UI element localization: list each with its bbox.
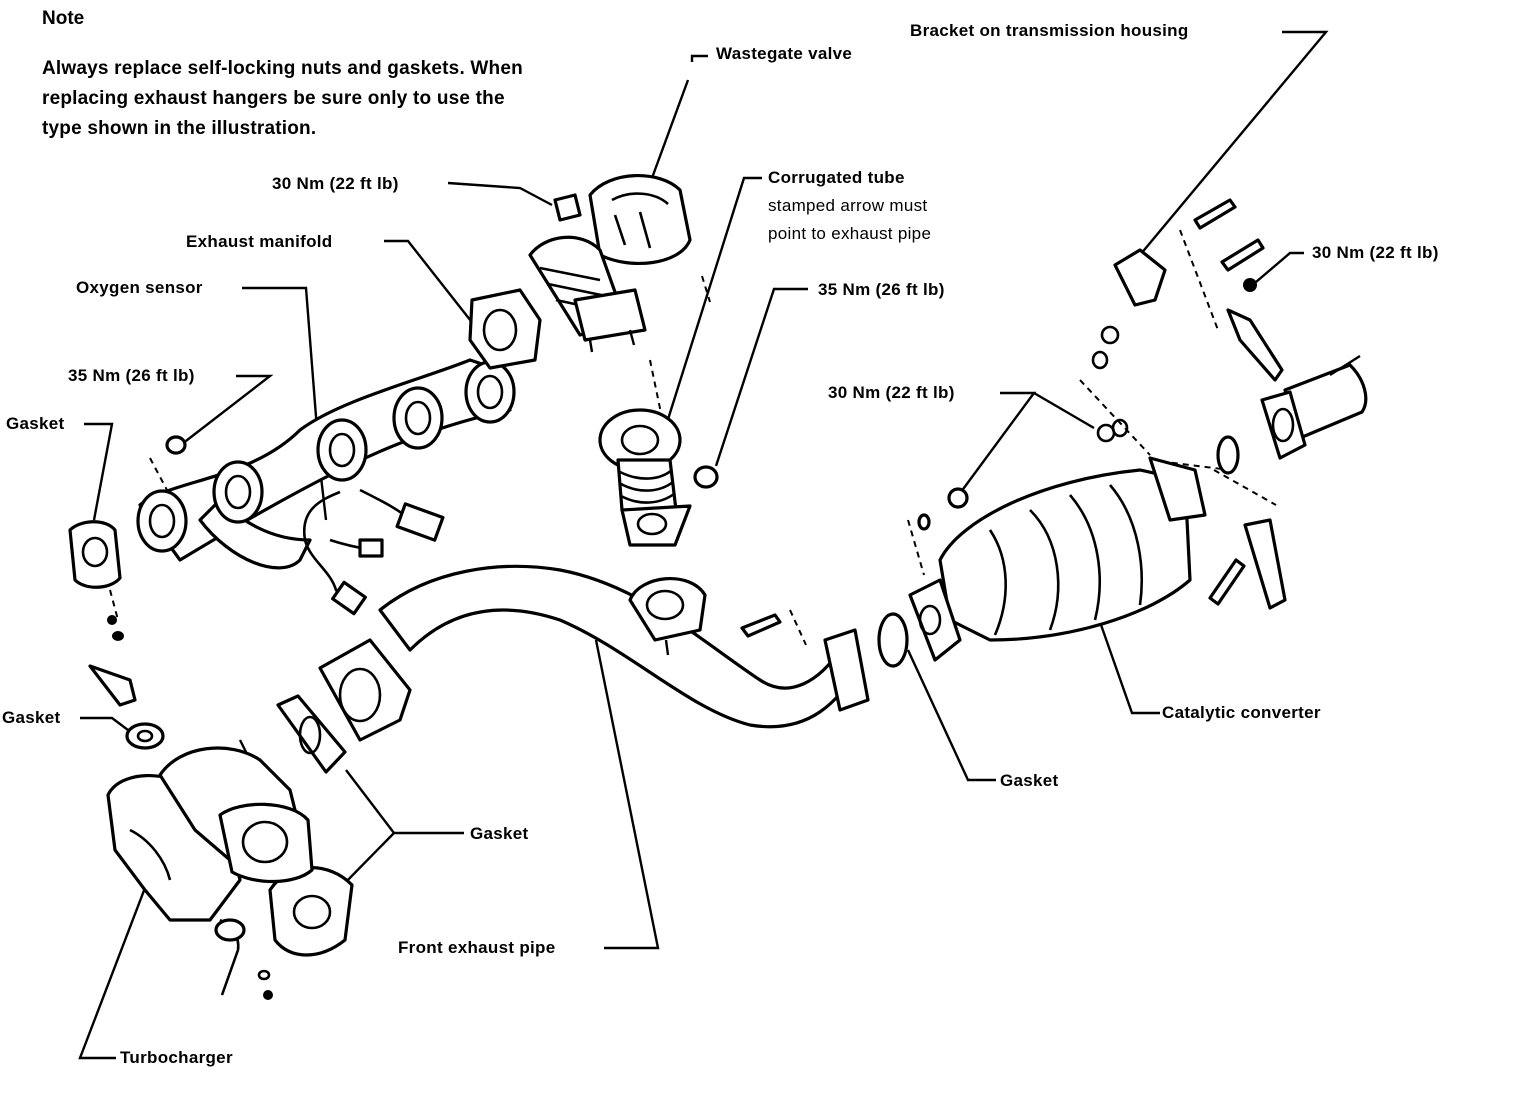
oxygen-sensor-label: Oxygen sensor <box>76 278 203 297</box>
note-line-3: type shown in the illustration. <box>42 118 317 139</box>
front-exhaust-pipe <box>318 564 870 742</box>
note-title: Note <box>42 8 85 29</box>
torque-30-cat-label: 30 Nm (22 ft lb) <box>828 383 955 402</box>
rear-pipe <box>1216 354 1368 475</box>
note-line-1: Always replace self-locking nuts and gas… <box>42 58 523 79</box>
torque-35-left-label: 35 Nm (26 ft lb) <box>68 366 195 385</box>
wastegate-valve <box>528 173 692 353</box>
exhaust-manifold-label: Exhaust manifold <box>186 232 333 251</box>
torque-30-right-label: 30 Nm (22 ft lb) <box>1312 243 1439 262</box>
corrugated-tube-label: Corrugated tube <box>768 168 905 187</box>
hardware <box>88 198 1287 1000</box>
turbocharger-drawing <box>106 739 314 996</box>
turbocharger-label: Turbocharger <box>120 1048 233 1067</box>
exhaust-manifold <box>136 288 542 570</box>
note-line-2: replacing exhaust hangers be sure only t… <box>42 88 505 109</box>
bracket-transmission-label: Bracket on transmission housing <box>910 21 1189 40</box>
gasket-left-mid-label: Gasket <box>2 708 61 727</box>
corrugated-tube <box>598 408 692 547</box>
gaskets <box>68 520 909 957</box>
wastegate-valve-label: Wastegate valve <box>716 44 853 63</box>
front-exhaust-pipe-label: Front exhaust pipe <box>398 938 556 957</box>
corrugated-tube-note-2: point to exhaust pipe <box>768 224 932 243</box>
torque-35-mid-label: 35 Nm (26 ft lb) <box>818 280 945 299</box>
oxygen-sensor <box>302 488 445 616</box>
catalytic-converter <box>908 456 1207 662</box>
corrugated-tube-note-1: stamped arrow must <box>768 196 928 215</box>
gasket-right-label: Gasket <box>1000 771 1059 790</box>
gasket-center-label: Gasket <box>470 824 529 843</box>
torque-30-top-label: 30 Nm (22 ft lb) <box>272 174 399 193</box>
gasket-left-top-label: Gasket <box>6 414 65 433</box>
leader-lines <box>78 30 1329 1060</box>
catalytic-converter-label: Catalytic converter <box>1162 703 1321 722</box>
